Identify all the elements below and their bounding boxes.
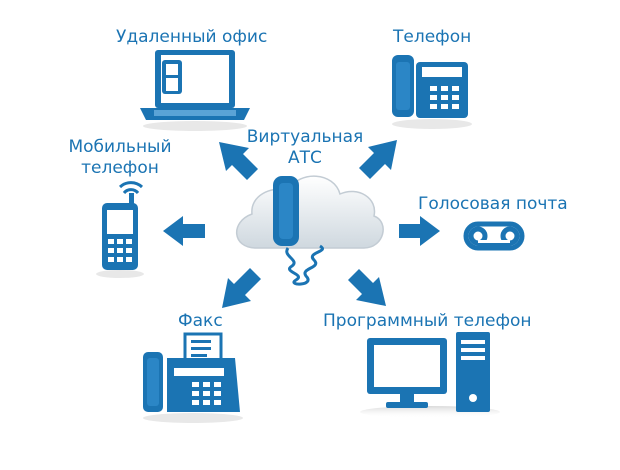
softphone-label: Программный телефон xyxy=(323,311,532,331)
arrow-up-left-icon xyxy=(219,142,258,180)
mobile-phone-label-line1: Мобильный xyxy=(68,137,172,157)
arrow-right-icon xyxy=(399,216,440,246)
fax-icon xyxy=(143,332,243,423)
virtual-pbx-label-line2: АТС xyxy=(288,148,322,168)
mobile-phone-label: Мобильный телефон xyxy=(58,137,182,179)
virtual-pbx-label-line1: Виртуальная xyxy=(246,127,364,147)
handset-icon xyxy=(273,176,324,286)
voicemail-label: Голосовая почта xyxy=(418,194,568,214)
laptop-icon xyxy=(140,50,250,131)
phone-label: Телефон xyxy=(393,27,472,47)
arrow-up-right-icon xyxy=(359,140,397,179)
remote-office-label: Удаленный офис xyxy=(116,27,268,47)
fax-label: Факс xyxy=(178,311,223,331)
mobile-phone-label-line2: телефон xyxy=(81,158,159,178)
voicemail-icon xyxy=(463,221,525,251)
arrow-down-left-icon xyxy=(222,268,261,308)
virtual-pbx-label: Виртуальная АТС xyxy=(240,127,370,169)
cloud-icon xyxy=(235,175,384,249)
desk-phone-icon xyxy=(392,55,472,129)
computer-icon xyxy=(360,332,500,418)
arrow-left-icon xyxy=(163,216,205,246)
arrow-down-right-icon xyxy=(348,269,386,306)
mobile-phone-icon xyxy=(96,181,144,278)
